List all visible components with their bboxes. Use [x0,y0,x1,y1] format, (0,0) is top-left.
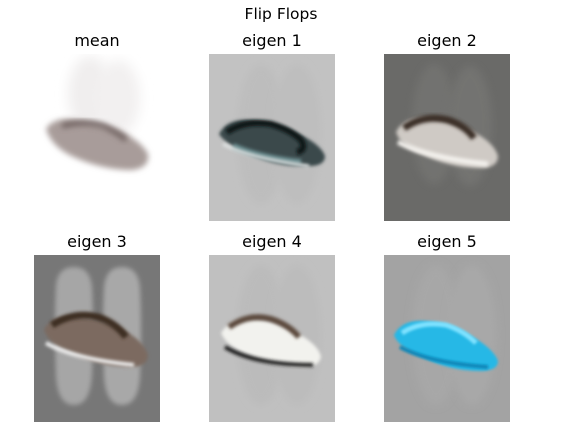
figure-title: Flip Flops [244,5,318,23]
eigen-5-image [384,255,510,422]
panel-title-mean: mean [74,31,120,50]
panel-title-eigen-4: eigen 4 [242,232,302,251]
eigen-4-image [209,255,335,422]
panel-title-eigen-1: eigen 1 [242,31,302,50]
panel-title-eigen-2: eigen 2 [417,31,477,50]
mean-image [34,54,160,221]
panel-title-eigen-5: eigen 5 [417,232,477,251]
eigen-1-image [209,54,335,221]
eigen-3-image [34,255,160,422]
eigen-2-image [384,54,510,221]
panel-title-eigen-3: eigen 3 [67,232,127,251]
